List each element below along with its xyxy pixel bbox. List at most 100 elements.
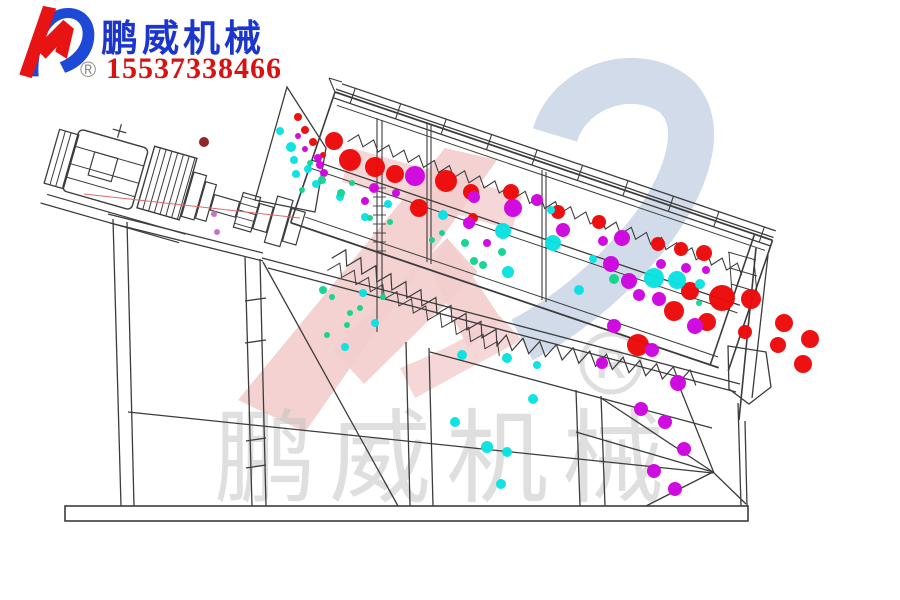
bearing-block [263,195,294,248]
material-dot [286,142,296,152]
material-dot [644,268,664,288]
material-dot [794,355,812,373]
material-dot [696,300,702,306]
discharge-spout [727,345,772,405]
registered-trademark-icon: ® [80,57,97,82]
material-dot [344,322,350,328]
watermark-logo [238,58,715,432]
material-dot [337,189,345,197]
coupling [252,202,275,234]
watermark-char: 机 [446,402,548,516]
material-dot [621,273,637,289]
drive-shaft [209,193,241,218]
company-logo-icon [19,5,95,79]
watermark-pink-stroke [342,148,522,230]
watermark-blue-swoosh [511,58,715,361]
material-dot [214,229,220,235]
material-dot [545,235,561,251]
material-dot [457,350,467,360]
material-dot [199,137,209,147]
material-dot [211,211,217,217]
material-dot [429,237,435,243]
material-dot [504,199,522,217]
material-dot [294,113,302,121]
material-dot [603,256,619,272]
material-dot [502,353,512,363]
material-dot [365,157,385,177]
material-dot [316,161,324,169]
material-dot [339,149,361,171]
material-dot [359,289,367,297]
material-dot [481,441,493,453]
watermark-pink-stroke [238,148,497,432]
material-dot [607,319,621,333]
material-dot [299,187,305,193]
material-dot [498,248,506,256]
material-dot [589,255,597,263]
support-frame [64,213,749,522]
material-dot [652,292,666,306]
material-dot [645,343,659,357]
motor-fan-cover [43,128,80,190]
material-dot [386,165,404,183]
material-dot [775,314,793,332]
material-dot [304,165,312,173]
material-dot [677,442,691,456]
material-dot [670,375,686,391]
material-dot [302,146,308,152]
base-rail [64,505,749,522]
material-dot [738,325,752,339]
material-dot [450,417,460,427]
material-dot [461,239,469,247]
material-dot [367,215,373,221]
material-dot [410,199,428,217]
material-dot [741,289,761,309]
watermark-text: 鹏威机械R [214,331,664,516]
material-dot [384,200,392,208]
material-dot [681,263,691,273]
material-dot [301,126,309,134]
dots-red [294,113,819,373]
material-dot [496,479,506,489]
feed-chute [254,85,327,213]
dots-green [299,160,702,338]
material-dot [574,285,584,295]
material-dot [702,266,710,274]
particle-dots [199,113,819,496]
material-dot [674,242,688,256]
material-dot [592,215,606,229]
material-dot [349,180,355,186]
material-dot [371,319,379,327]
material-dot [479,261,487,269]
material-dot [801,330,819,348]
material-dot [307,160,313,166]
dots-violet [211,211,220,235]
material-dot [531,194,543,206]
drum-screw-spiral-2 [327,262,500,356]
dots-darkred [199,137,209,147]
discharge-chute [727,247,772,421]
material-dot [614,230,630,246]
material-dot [439,230,445,236]
flange [180,171,208,221]
watermark-char: 威 [329,402,431,516]
material-dot [309,138,317,146]
phone-number: 15537338466 [106,52,282,85]
dots-magenta [295,133,710,496]
material-dot [556,223,570,237]
material-dot [438,210,448,220]
material-dot [651,237,665,251]
gearbox [136,145,198,221]
material-dot [664,301,684,321]
material-dot [405,166,425,186]
material-dot [709,285,735,311]
material-dot [325,132,343,150]
material-dot [468,191,480,203]
material-dot [598,236,608,246]
material-dot [633,289,645,301]
material-dot [387,219,393,225]
material-dot [770,337,786,353]
material-dot [341,343,349,351]
